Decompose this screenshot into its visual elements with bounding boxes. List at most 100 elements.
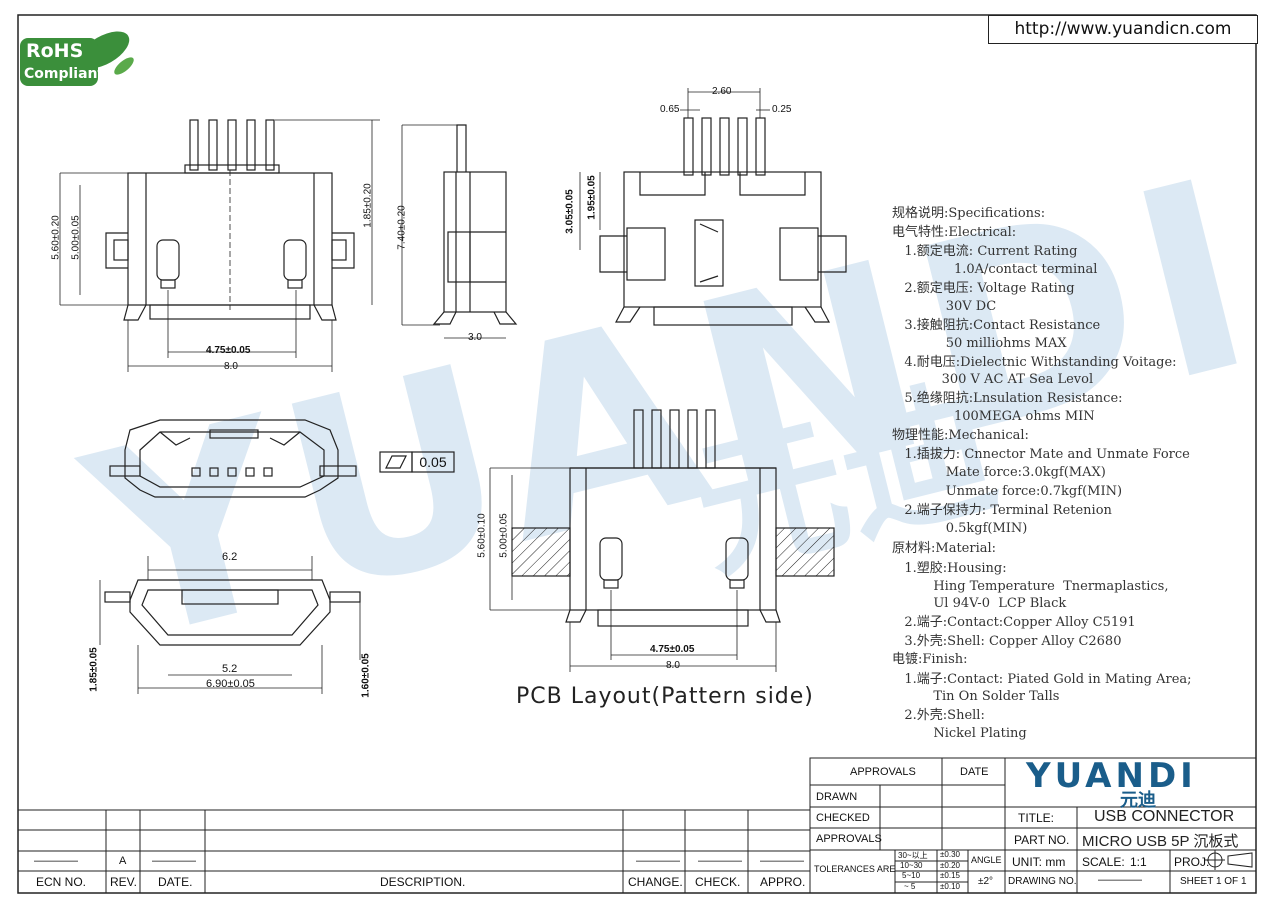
tol-range: 10~30 [900,861,923,870]
approvals-header: APPROVALS [850,766,916,778]
scale-label: SCALE: [1082,855,1125,869]
pcb-layout-label: PCB Layout(Pattern side) [516,684,814,709]
spec-line: 2.额定电压: Voltage Rating [892,281,1075,296]
tol-value: ±0.30 [940,850,960,859]
dim-label: 0.65 [660,104,680,115]
spec-line: Hing Temperature Tnermaplastics, [892,579,1169,594]
spec-line: 2.外壳:Shell: [892,708,985,723]
side-view [401,124,518,339]
rev-check: ———— [698,855,742,867]
spec-line: 100MEGA ohms MIN [892,409,1095,424]
website-url[interactable]: http://www.yuandicn.com [988,15,1258,44]
dim-label: 2.60 [712,86,732,97]
change-header: CHANGE. [628,875,683,889]
rohs-logo: RoHS Compliant [18,20,134,90]
ecn-header: ECN NO. [36,875,87,889]
leaf-icon [20,31,134,86]
dim-label: 5.60±0.20 [50,215,62,260]
dim-label: 8.0 [224,361,238,372]
dim-label: 1.85±0.20 [362,183,374,228]
spec-line: 1.额定电流: Current Rating [892,244,1078,259]
tol-value: ±0.20 [940,861,960,870]
dim-label: 5.00±0.05 [70,215,82,260]
dim-label: 6.2 [222,551,238,563]
spec-line: 物理性能:Mechanical: [892,428,1029,443]
dim-label: 1.85±0.05 [88,647,100,692]
tol-value: ±0.10 [940,882,960,891]
spec-line: 3.外壳:Shell: Copper Alloy C2680 [892,634,1122,649]
top-view-left [59,119,380,372]
rev-date: ———— [152,855,196,867]
tol-range: 30~以上 [898,851,928,860]
top-view-right [579,88,847,326]
spec-line: 规格说明:Specifications: [892,206,1046,221]
date-header: DATE [960,766,989,778]
dim-label: 7.40±0.20 [396,205,408,250]
spec-line: 300 V AC AT Sea Levol [892,372,1094,387]
part-no-label: PART NO. [1014,833,1070,847]
spec-line: 1.端子:Contact: Piated Gold in Mating Area… [892,672,1192,687]
spec-line: Mate force:3.0kgf(MAX) [892,465,1106,480]
spec-line: 50 milliohms MAX [892,336,1067,351]
appro-header: APPRO. [760,875,806,889]
rev-change: ———— [636,855,680,867]
front-view [109,419,455,498]
spec-line: 2.端子:Contact:Copper Alloy C5191 [892,615,1136,630]
dim-label: 8.0 [666,660,680,671]
sheet-border [17,14,1257,894]
proj-label: PROJ: [1174,855,1210,869]
dim-label: 5.2 [222,663,238,675]
spec-line: Unmate force:0.7kgf(MIN) [892,484,1123,499]
spec-line: Tin On Solder Talls [892,689,1060,704]
spec-line: 5.绝缘阻抗:Lnsulation Resistance: [892,391,1123,406]
spec-line: 3.接触阻抗:Contact Resistance [892,318,1101,333]
dim-label: 6.90±0.05 [206,678,255,690]
spec-line: 1.0A/contact terminal [892,262,1098,277]
tol-range: ~ 5 [904,882,916,891]
angle-tol: ±2° [978,876,994,887]
rohs-text: RoHS [26,40,84,62]
dim-label: 4.75±0.05 [206,345,251,356]
approvals-label: APPROVALS [816,833,882,845]
spec-line: 1.塑胶:Housing: [892,561,1007,576]
title-value: USB CONNECTOR [1094,808,1235,825]
checked-label: CHECKED [816,812,870,824]
dim-label: 3.0 [468,332,482,343]
spec-line: Ul 94V-0 LCP Black [892,596,1067,611]
dim-label: 5.00±0.05 [498,513,510,558]
scale-value: 1:1 [1130,855,1147,869]
drawing-no-label: DRAWING NO. [1008,876,1077,887]
spec-line: 电气特性:Electrical: [892,225,1017,240]
sheet-label: SHEET 1 OF 1 [1180,876,1247,887]
drawn-label: DRAWN [816,791,858,803]
title-block-grid [18,757,1257,894]
spec-line: 电镀:Finish: [892,652,968,667]
dim-label: 0.25 [772,104,792,115]
dim-label: 3.05±0.05 [564,189,576,234]
dim-label: 4.75±0.05 [650,644,695,655]
spec-line: 1.插拔力: Cnnector Mate and Unmate Force [892,447,1190,462]
tol-value: ±0.15 [940,871,960,880]
rev-letter: A [119,855,127,867]
tolerances-label: TOLERANCES ARE [814,864,896,874]
date-footer-header: DATE. [158,875,193,889]
port-view [99,556,361,694]
spec-line: 原材料:Material: [892,541,997,556]
spec-line: 2.端子保持力: Terminal Retenion [892,503,1112,518]
spec-line: 30V DC [892,299,997,314]
spec-line: 0.5kgf(MIN) [892,521,1028,536]
rohs-compliant-text: Compliant [24,66,105,82]
unit-label: UNIT: mm [1012,855,1066,869]
spec-line: Nickel Plating [892,726,1027,741]
rev-header: REV. [110,875,137,889]
angle-label: ANGLE [971,855,1002,865]
rev-appro: ———— [760,855,804,867]
flatness-value: 0.05 [419,454,447,470]
dim-label: 5.60±0.10 [476,513,488,558]
drawing-no-value: ———— [1098,874,1142,886]
check-header: CHECK. [695,875,741,889]
description-header: DESCRIPTION. [380,875,466,889]
